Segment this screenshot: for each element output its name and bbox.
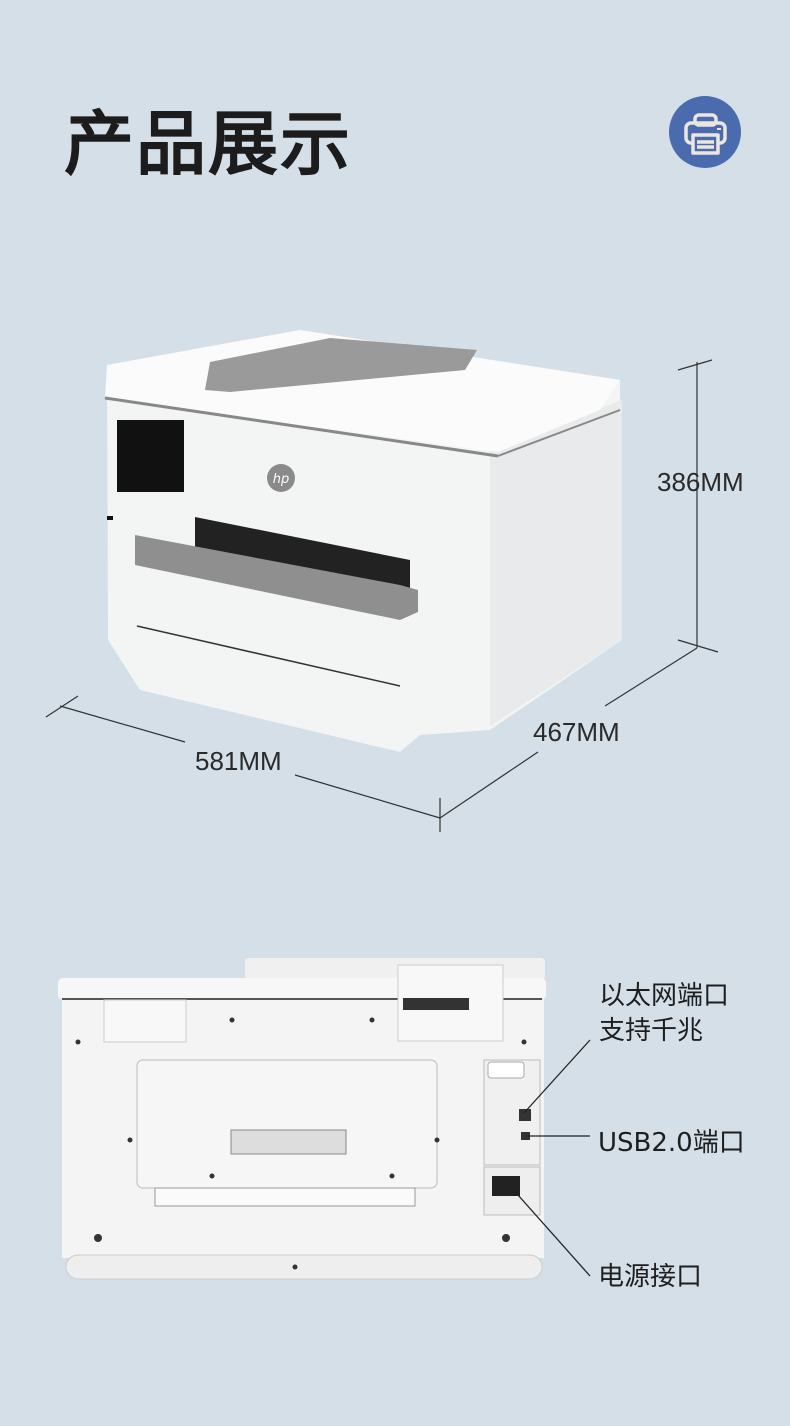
hp-logo: hp	[273, 472, 290, 487]
page-title: 产品展示	[64, 103, 352, 185]
width-dimension: 581MM	[195, 746, 282, 776]
printer-icon	[669, 96, 741, 168]
ethernet-port-label: 以太网端口	[599, 981, 730, 1011]
usb-port-label: USB2.0端口	[598, 1128, 745, 1158]
ethernet-gigabit-label: 支持千兆	[599, 1016, 704, 1046]
power-port-label: 电源接口	[598, 1262, 703, 1292]
depth-dimension: 467MM	[533, 717, 620, 747]
height-dimension: 386MM	[657, 467, 744, 497]
printer-rear-illustration	[58, 958, 591, 1280]
